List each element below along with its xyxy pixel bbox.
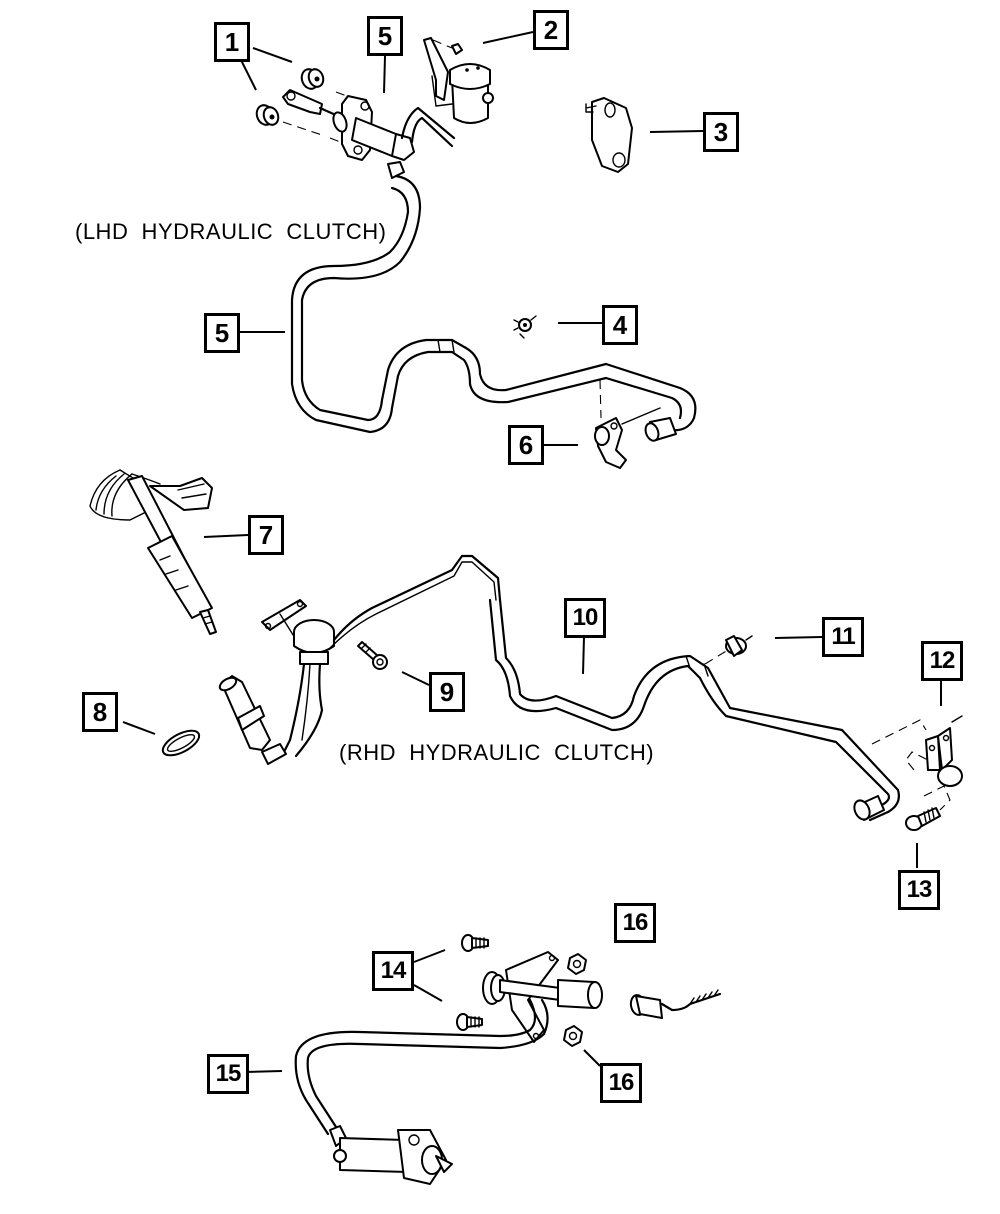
caption-lhd-hydraulic-clutch: (LHD HYDRAULIC CLUTCH) <box>75 219 387 244</box>
leader-10 <box>582 636 585 675</box>
callout-7[interactable]: 7 <box>248 515 284 555</box>
mounting-bolt-lower <box>456 1013 483 1031</box>
leader-15 <box>243 1070 283 1073</box>
leader-8 <box>122 721 156 735</box>
line-bracket-clip-lhd <box>594 379 661 469</box>
grommet-upper <box>300 68 325 90</box>
lhd-master-cylinder-assembly <box>255 37 494 179</box>
caption-rhd-hydraulic-clutch: (RHD HYDRAULIC CLUTCH) <box>339 740 655 765</box>
leader-16b <box>583 1049 601 1067</box>
callout-16-fitting[interactable]: 16 <box>614 903 656 943</box>
retaining-clip-rhd <box>704 635 753 665</box>
leader-14a <box>413 949 446 963</box>
callout-14[interactable]: 14 <box>372 951 414 991</box>
callout-16-nuts[interactable]: 16 <box>600 1063 642 1103</box>
leader-1a <box>252 47 293 63</box>
leader-lines <box>122 31 942 1073</box>
line-bracket-rhd <box>871 715 963 811</box>
leader-11 <box>774 636 823 639</box>
callout-15[interactable]: 15 <box>207 1054 249 1094</box>
callout-5-master-cylinder[interactable]: 5 <box>367 16 403 56</box>
callout-4[interactable]: 4 <box>602 305 638 345</box>
leader-3 <box>649 130 704 133</box>
grommet-lower <box>255 104 280 126</box>
leader-2 <box>482 31 534 44</box>
callout-11[interactable]: 11 <box>822 617 864 657</box>
push-in-fastener <box>905 807 941 831</box>
reservoir-bolt <box>357 641 388 670</box>
callout-2[interactable]: 2 <box>533 10 569 50</box>
leader-14b <box>413 984 443 1002</box>
rhd-master-cylinder-assembly <box>218 554 502 765</box>
callout-12[interactable]: 12 <box>921 641 963 681</box>
retaining-clip-lhd <box>513 315 537 339</box>
leader-1b <box>240 59 257 91</box>
lhd-hydraulic-line <box>290 174 697 442</box>
callout-13[interactable]: 13 <box>898 870 940 910</box>
callout-10[interactable]: 10 <box>564 598 606 638</box>
mounting-plate <box>585 97 633 173</box>
rhd-hydraulic-line <box>488 598 900 822</box>
leader-9 <box>401 671 430 686</box>
callout-3[interactable]: 3 <box>703 112 739 152</box>
nut-lower <box>563 1025 583 1047</box>
quick-connect-fitting <box>629 989 722 1019</box>
leader-5a <box>383 55 386 94</box>
leader-7 <box>203 534 249 538</box>
mounting-bolt-upper <box>461 934 489 952</box>
o-ring-seal <box>161 729 201 757</box>
callout-9[interactable]: 9 <box>429 672 465 712</box>
callout-6[interactable]: 6 <box>508 425 544 465</box>
callout-8[interactable]: 8 <box>82 692 118 732</box>
callout-5-line[interactable]: 5 <box>204 313 240 353</box>
callout-1[interactable]: 1 <box>214 22 250 62</box>
slave-cylinder-assembly <box>294 934 722 1185</box>
clutch-pedal-switch <box>89 469 217 635</box>
nut-upper <box>567 953 587 975</box>
